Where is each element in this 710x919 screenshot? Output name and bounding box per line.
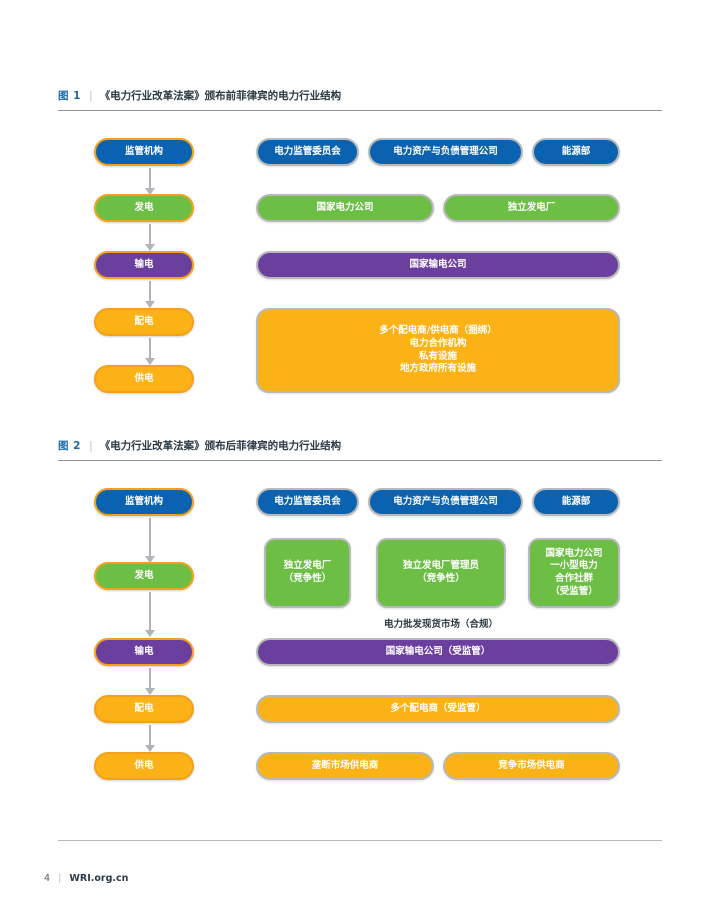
entity-dist-line-4: 地方政府所有设施: [399, 363, 476, 375]
stage2-regulator[interactable]: 监管机构: [94, 488, 194, 516]
footer-separator: |: [58, 873, 62, 884]
stage2-generation[interactable]: 发电: [94, 562, 194, 590]
stage2-distribution[interactable]: 配电: [94, 695, 194, 723]
entity2-doe[interactable]: 能源部: [532, 488, 620, 516]
entity-ipp[interactable]: 独立发电厂: [443, 194, 620, 222]
figure-1-label: 图 1: [58, 90, 81, 102]
entity2-spug-line-2: 一小型电力: [550, 560, 598, 572]
figure-2-caption: 《电力行业改革法案》颁布后菲律宾的电力行业结构: [99, 440, 342, 452]
entity2-ipp-competitive[interactable]: 独立发电厂 （竞争性）: [264, 538, 351, 608]
entity2-napocor-spug[interactable]: 国家电力公司 一小型电力 合作社群 （受监管）: [528, 538, 620, 608]
entity-dist-line-1: 多个配电商/供电商（捆绑）: [379, 325, 497, 337]
stage-transmission[interactable]: 输电: [94, 251, 194, 279]
figure-1-diagram: 监管机构 发电 输电 配电 供电 电力监管委员会 电力资产与负债管理公司 能源部…: [58, 128, 662, 408]
entity2-spug-line-3: 合作社群: [554, 573, 593, 584]
wholesale-market-label: 电力批发现货市场（合规）: [383, 619, 498, 630]
entity-transco[interactable]: 国家输电公司: [256, 251, 620, 279]
entity2-erc[interactable]: 电力监管委员会: [256, 488, 359, 516]
entity2-psalm[interactable]: 电力资产与负债管理公司: [368, 488, 523, 516]
figure-1-caption: 《电力行业改革法案》颁布前菲律宾的电力行业结构: [99, 90, 342, 102]
connector2-transmission-to-distribution: [143, 668, 157, 695]
page-footer: 4 | WRI.org.cn: [44, 873, 128, 884]
entity2-ippa-line-2: （竞争性）: [417, 573, 465, 584]
figure-2-label: 图 2: [58, 440, 81, 452]
entity2-competitive-supplier[interactable]: 竞争市场供电商: [443, 752, 620, 780]
entity-doe[interactable]: 能源部: [532, 138, 620, 166]
figure-2-rule: [58, 460, 662, 461]
figure-1-header: 图 1 | 《电力行业改革法案》颁布前菲律宾的电力行业结构: [58, 88, 662, 111]
figure-2-title-row: 图 2 | 《电力行业改革法案》颁布后菲律宾的电力行业结构: [58, 438, 662, 453]
figure-2-diagram: 监管机构 发电 输电 配电 供电 电力监管委员会 电力资产与负债管理公司 能源部…: [58, 478, 662, 798]
connector-regulator-to-generation: [143, 168, 157, 195]
footer-rule: [58, 840, 662, 841]
entity2-ipp-line-2: （竞争性）: [283, 573, 332, 584]
entity2-spug-line-1: 国家电力公司: [545, 547, 603, 559]
entity2-ippa-line-1: 独立发电厂管理员: [402, 560, 479, 572]
entity-erc[interactable]: 电力监管委员会: [256, 138, 359, 166]
entity-dist-line-3: 私有设施: [418, 350, 457, 362]
stage-distribution[interactable]: 配电: [94, 308, 194, 336]
figure-2-title-separator: |: [88, 439, 93, 452]
footer-page-number: 4: [44, 873, 51, 884]
connector2-generation-to-transmission: [143, 592, 157, 637]
connector2-distribution-to-supply: [143, 725, 157, 752]
stage-regulator[interactable]: 监管机构: [94, 138, 194, 166]
connector-generation-to-transmission: [143, 224, 157, 251]
entity2-ipp-line-1: 独立发电厂: [283, 560, 332, 572]
stage2-transmission[interactable]: 输电: [94, 638, 194, 666]
entity2-transco[interactable]: 国家输电公司（受监管）: [256, 638, 620, 666]
figure-1-title-row: 图 1 | 《电力行业改革法案》颁布前菲律宾的电力行业结构: [58, 88, 662, 103]
entity2-ippa-competitive[interactable]: 独立发电厂管理员 （竞争性）: [376, 538, 506, 608]
entity-dist-line-2: 电力合作机构: [409, 337, 467, 349]
entity-distribution-supply-block[interactable]: 多个配电商/供电商（捆绑） 电力合作机构 私有设施 地方政府所有设施: [256, 308, 620, 393]
connector-transmission-to-distribution: [143, 281, 157, 308]
stage2-supply[interactable]: 供电: [94, 752, 194, 780]
connector2-regulator-to-generation: [143, 518, 157, 563]
stage-generation[interactable]: 发电: [94, 194, 194, 222]
entity-napocor[interactable]: 国家电力公司: [256, 194, 434, 222]
figure-2-header: 图 2 | 《电力行业改革法案》颁布后菲律宾的电力行业结构: [58, 438, 662, 461]
entity2-distribution-utilities[interactable]: 多个配电商（受监管）: [256, 695, 620, 723]
figure-1-rule: [58, 110, 662, 111]
entity2-captive-supplier[interactable]: 垄断市场供电商: [256, 752, 434, 780]
figure-1-title-separator: |: [88, 89, 93, 102]
stage-supply[interactable]: 供电: [94, 365, 194, 393]
entity-psalm[interactable]: 电力资产与负债管理公司: [368, 138, 523, 166]
footer-site: WRI.org.cn: [69, 873, 129, 884]
connector-distribution-to-supply: [143, 338, 157, 365]
entity2-spug-line-4: （受监管）: [550, 585, 598, 597]
